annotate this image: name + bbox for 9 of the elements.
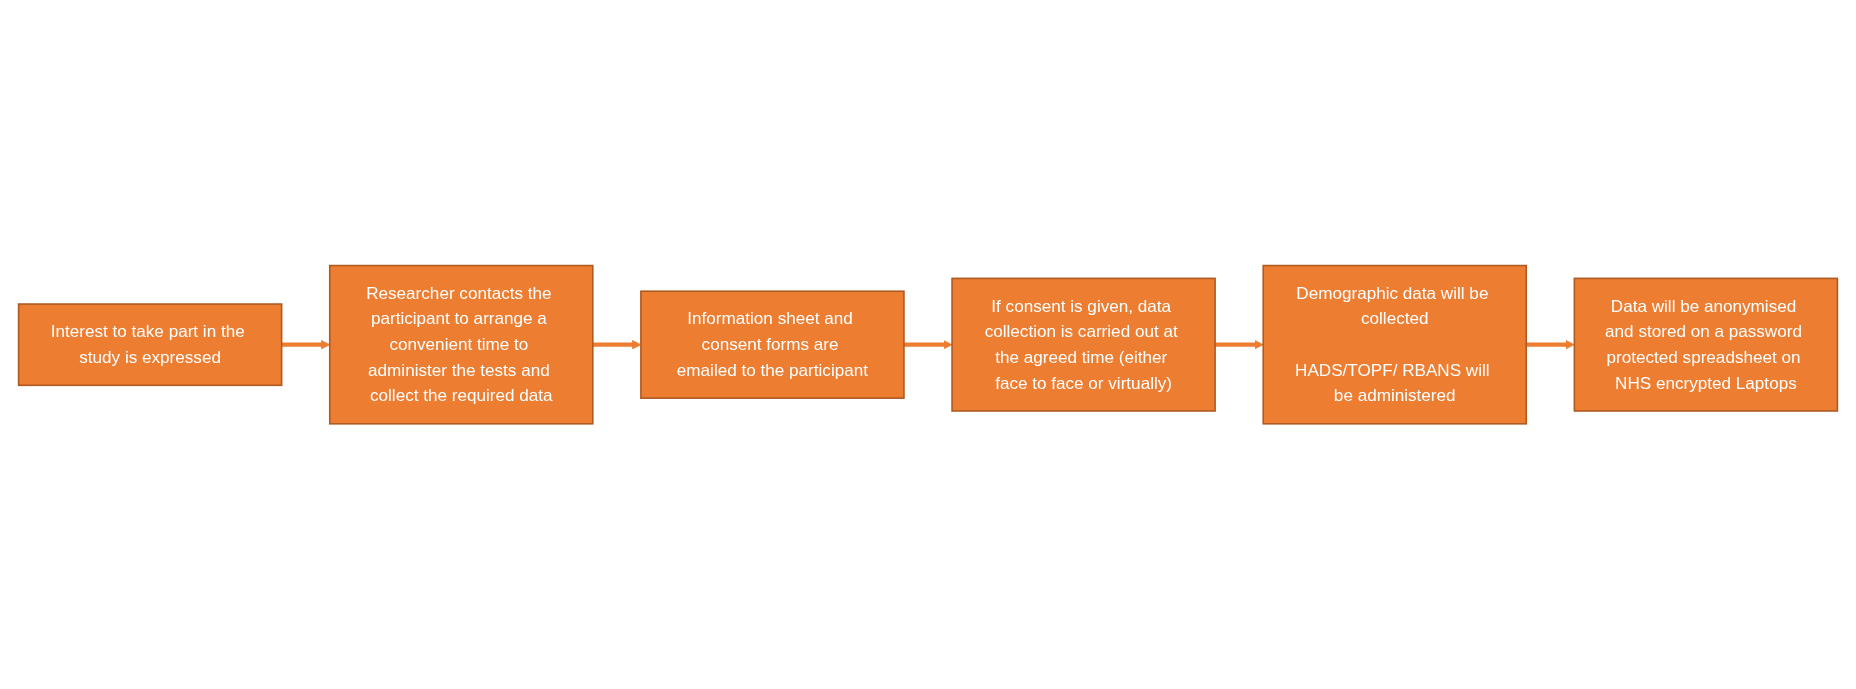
node-box: Researcher contacts the participant to arrange a convenient time to administer the tests and collect the required data (328, 264, 594, 425)
node-box: Demographic data will be collected HADS/TOPF/ RBANS will be administered (1262, 264, 1528, 425)
node-box: If consent is given, data collection is carried out at the agreed time (either face to face or virtually) (951, 277, 1216, 412)
node-box: Information sheet and consent forms are emailed to the participant (640, 290, 905, 399)
arrow (1526, 339, 1575, 350)
node-box: Data will be anonymised and stored on a password protected spreadsheet on NHS encrypted Laptops (1573, 277, 1839, 412)
arrow (903, 339, 953, 350)
arrow (1215, 339, 1264, 350)
node-box: Interest to take part in the study is expressed (17, 303, 283, 386)
